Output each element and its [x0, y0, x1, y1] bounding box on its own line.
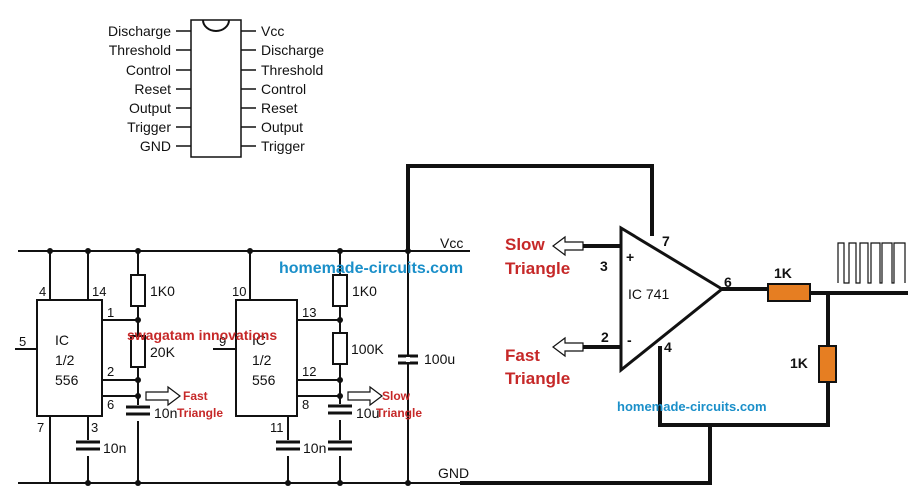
ic2-block: IC 1/2 556 10	[213, 248, 422, 486]
ic1-output-arrow-icon	[145, 385, 181, 407]
pinout-right-2: Discharge	[261, 42, 324, 58]
pinout-right-4: Control	[261, 81, 306, 97]
ic2-output-arrow-icon	[347, 385, 383, 407]
in-minus-label-2: Triangle	[505, 369, 570, 388]
output-resistor	[767, 283, 811, 302]
gnd-feed-wire	[460, 425, 712, 485]
opamp-block: + - IC 741 7 3 2 6 4 Slow Triangle Fast …	[460, 225, 908, 485]
rails: Vcc GND 100u	[18, 164, 654, 484]
opamp-pin6: 6	[724, 274, 732, 290]
ic2-line2: 1/2	[252, 352, 272, 368]
ic2-pin9: 9	[219, 334, 226, 349]
ic1-r1	[130, 274, 146, 307]
opamp-name: IC 741	[628, 286, 669, 302]
chip-outline	[190, 19, 242, 158]
ic2-out-label-2: Triangle	[376, 406, 422, 420]
ic1-pin14: 14	[92, 284, 106, 299]
r-out-label: 1K	[774, 265, 792, 281]
ic2-out-label-1: Slow	[382, 389, 411, 403]
r-load-label: 1K	[790, 355, 808, 371]
supply-cap-label: 100u	[424, 351, 455, 367]
ic2-pin10: 10	[232, 284, 246, 299]
ic1-pin1: 1	[107, 305, 114, 320]
ic1-r2	[130, 335, 146, 368]
opamp-pin3: 3	[600, 258, 608, 274]
ic1-pin2: 2	[107, 364, 114, 379]
load-resistor	[818, 345, 837, 383]
ic1-pin4: 4	[39, 284, 46, 299]
ic2-r2	[332, 332, 348, 365]
pinout-left-6: Trigger	[127, 119, 171, 135]
ic2-pin11: 11	[270, 420, 284, 435]
pinout-right-1: Vcc	[261, 23, 284, 39]
ic1-c1-label: 10n	[154, 405, 177, 421]
ic1-pin3: 3	[91, 420, 98, 435]
pinout-left-7: GND	[140, 138, 171, 154]
in-plus-label-2: Triangle	[505, 259, 570, 278]
pinout-right-6: Output	[261, 119, 303, 135]
ic1-block: IC 1/2 556 4	[15, 248, 223, 486]
ic2-pin12: 12	[302, 364, 316, 379]
vcc-label: Vcc	[440, 235, 463, 251]
ic2-r2-label: 100K	[351, 341, 384, 357]
pinout-left-5: Output	[129, 100, 171, 116]
pinout-right-7: Trigger	[261, 138, 305, 154]
pinout-left-2: Threshold	[109, 42, 171, 58]
ic1-r1-label: 1K0	[150, 283, 175, 299]
ic2-line1: IC	[252, 332, 266, 348]
pinout-left-1: Discharge	[108, 23, 171, 39]
ic1-out-label-2: Triangle	[177, 406, 223, 420]
ic2-pin8: 8	[302, 397, 309, 412]
ic2-c1-label: 10u	[356, 405, 379, 421]
gnd-label: GND	[438, 465, 469, 481]
opamp-plus: +	[626, 249, 634, 265]
opamp-pin2: 2	[601, 329, 609, 345]
watermark-bottom: homemade-circuits.com	[617, 399, 767, 414]
ic1-out-label-1: Fast	[183, 389, 208, 403]
pinout-left-3: Control	[126, 62, 171, 78]
watermark-top: homemade-circuits.com	[279, 260, 463, 277]
ic1-body	[36, 299, 103, 417]
ic2-line3: 556	[252, 372, 276, 388]
in-plus-label-1: Slow	[505, 235, 545, 254]
opamp-minus: -	[627, 332, 632, 348]
pwm-waveform-icon	[837, 242, 906, 284]
ic2-body	[235, 299, 298, 417]
ic2-r1-label: 1K0	[352, 283, 377, 299]
ic1-line2: 1/2	[55, 352, 75, 368]
fast-input-arrow-icon	[552, 336, 584, 358]
pinout-left-4: Reset	[134, 81, 171, 97]
opamp-pin4: 4	[664, 339, 672, 355]
slow-input-arrow-icon	[552, 235, 584, 257]
pinout-right-3: Threshold	[261, 62, 323, 78]
ic1-pin6: 6	[107, 397, 114, 412]
pin-lines	[176, 30, 256, 147]
ic2-r1	[332, 274, 348, 307]
ic1-pin5: 5	[19, 334, 26, 349]
opamp-pin7: 7	[662, 233, 670, 249]
opamp-triangle	[619, 225, 725, 374]
pinout-right-5: Reset	[261, 100, 298, 116]
ic2-c2-label: 10n	[303, 440, 326, 456]
pinout-diagram: Discharge Threshold Control Reset Output…	[108, 19, 324, 158]
ic1-pin7: 7	[37, 420, 44, 435]
chip-notch	[202, 19, 230, 32]
watermark-author: swagatam innovations	[127, 327, 277, 343]
ic2-pin13: 13	[302, 305, 316, 320]
ic1-line1: IC	[55, 332, 69, 348]
in-minus-label-1: Fast	[505, 346, 540, 365]
ic1-line3: 556	[55, 372, 79, 388]
vcc-feed-wire	[406, 164, 654, 251]
ic1-c2-label: 10n	[103, 440, 126, 456]
ic1-r2-label: 20K	[150, 344, 176, 360]
